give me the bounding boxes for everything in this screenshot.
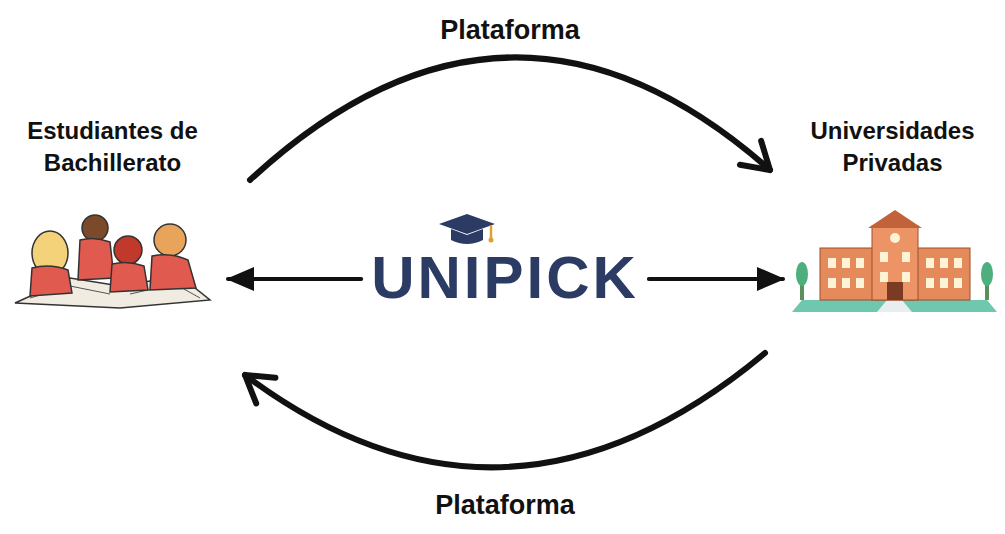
edge-label: Plataforma [436, 15, 584, 46]
graduation-cap-icon [437, 212, 497, 248]
brand-node: UNIPICK [371, 225, 639, 312]
brand-name: UNIPICK [371, 225, 639, 312]
university-illustration [792, 208, 997, 320]
stakeholder-node: Estudiantes de Bachillerato [5, 115, 220, 315]
students-illustration [10, 208, 215, 313]
stakeholder-node: Universidades Privadas [785, 115, 1000, 323]
node-title: Universidades Privadas [785, 115, 1000, 180]
platform-flow-arrow [250, 57, 770, 180]
edge-label: Plataforma [431, 490, 579, 521]
platform-flow-arrow [245, 353, 765, 467]
link-arrow [649, 277, 783, 281]
link-arrow [228, 277, 361, 281]
node-title: Estudiantes de Bachillerato [5, 115, 220, 180]
